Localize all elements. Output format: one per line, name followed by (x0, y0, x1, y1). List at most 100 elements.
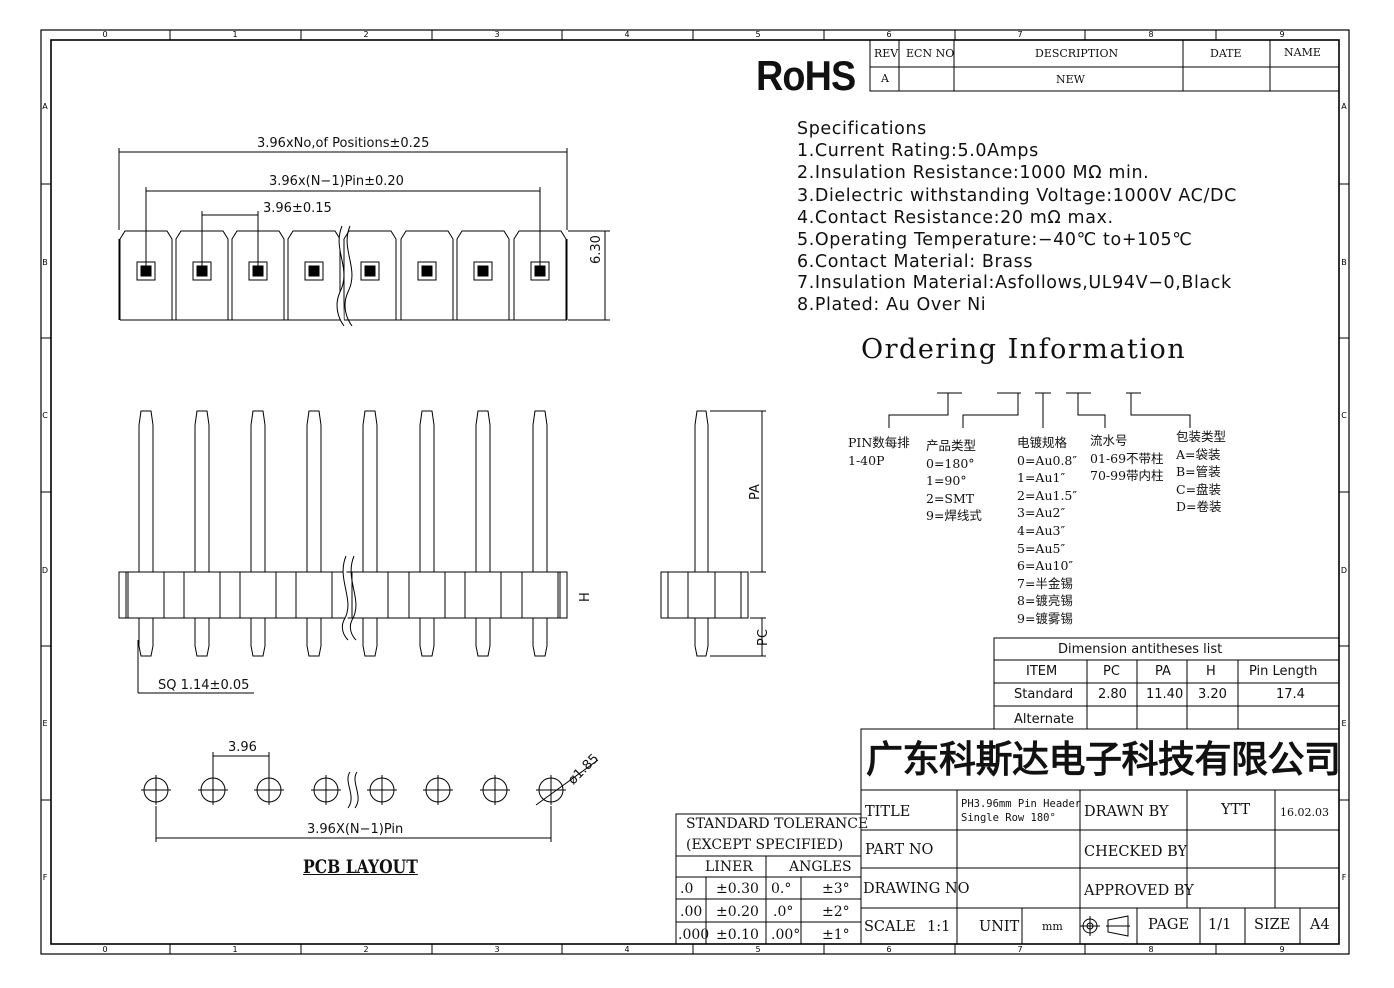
ordering-item: 1-40P (848, 452, 885, 468)
ordering-heading: 电镀规格 (1017, 435, 1068, 450)
dim-header-pa: PA (1155, 664, 1171, 679)
ordering-item: 7=半金锡 (1017, 575, 1073, 591)
break-line (344, 225, 353, 327)
pcb-layout-title: PCB LAYOUT (303, 856, 418, 878)
housing-cavity (343, 230, 397, 320)
pin-upper (532, 410, 548, 572)
zone-row-label: F (1342, 873, 1347, 882)
pin-lower (138, 618, 154, 657)
pin-lower (532, 618, 548, 657)
spec-line: 7.Insulation Material:Asfollows,UL94V−0,… (797, 273, 1232, 293)
description-header: DESCRIPTION (1035, 47, 1119, 60)
top-view-dimensions (118, 148, 610, 694)
pcb-span-dim: 3.96X(N−1)Pin (307, 822, 404, 837)
size-label: SIZE (1254, 917, 1291, 933)
ordering-heading: PIN数每排 (848, 435, 910, 450)
tol-cell: ±2° (822, 904, 850, 920)
drawn-by-label: DRAWN BY (1084, 804, 1169, 820)
pin-square-outer (417, 261, 437, 281)
rev-value: A (881, 72, 889, 85)
square-pin-dim: SQ 1.14±0.05 (158, 678, 250, 693)
zone-column-label: 8 (1148, 30, 1153, 39)
front-view (118, 410, 568, 657)
break-line (336, 225, 345, 327)
dim-standard-h: 3.20 (1198, 687, 1227, 702)
tolerance-title: STANDARD TOLERANCE (686, 816, 869, 832)
zone-column-label: 9 (1279, 30, 1284, 39)
checked-by-label: CHECKED BY (1084, 844, 1188, 860)
dim-header-h: H (1206, 664, 1216, 679)
third-angle-projection-icon (1080, 915, 1130, 937)
company-name: 广东科斯达电子科技有限公司 (866, 738, 1341, 781)
pin-square-outer (360, 261, 380, 281)
zone-column-label: 3 (494, 30, 499, 39)
break-line (349, 555, 357, 641)
zone-column-label: 7 (1017, 30, 1022, 39)
pin-lower (362, 618, 378, 657)
ordering-item: 5=Au5″ (1017, 540, 1066, 556)
zone-column-label: 0 (102, 30, 107, 39)
ordering-code-lines (888, 392, 1191, 428)
pin-square-inner (477, 265, 489, 277)
pin-span-dim: 3.96x(N−1)Pin±0.20 (269, 174, 404, 189)
zone-column-label: 4 (624, 945, 629, 954)
zone-column-label: 1 (232, 945, 237, 954)
top-view (118, 225, 568, 327)
tol-cell: ±0.20 (716, 904, 759, 920)
zone-row-label: A (1341, 102, 1347, 111)
dim-header-pc: PC (1103, 664, 1120, 679)
rev-header: REV (874, 47, 899, 60)
zone-row-label: A (42, 102, 48, 111)
spec-line: 1.Current Rating:5.0Amps (797, 141, 1039, 161)
ordering-item: 3=Au2″ (1017, 505, 1066, 521)
ordering-group-type: 产品类型 0=180° 1=90° 2=SMT 9=焊线式 (926, 437, 982, 525)
dim-row-alternate: Alternate (1014, 712, 1075, 727)
zone-ticks (41, 30, 1349, 954)
dim-header-pin-length: Pin Length (1249, 664, 1318, 679)
pin-upper (250, 410, 266, 572)
side-view (660, 410, 766, 657)
zone-column-label: 1 (232, 30, 237, 39)
pin-upper (475, 410, 491, 572)
tol-cell: ±1° (822, 927, 850, 943)
dim-row-standard: Standard (1014, 687, 1074, 702)
drawn-by-value: YTT (1221, 802, 1251, 818)
liner-label: LINER (705, 859, 753, 875)
spec-line: 8.Plated: Au Over Ni (797, 295, 987, 315)
name-header: NAME (1284, 46, 1321, 59)
dim-standard-pa: 11.40 (1146, 687, 1184, 702)
pa-dim: PA (748, 484, 763, 500)
h-dim: H (578, 592, 593, 602)
title-value-line1: PH3.96mm Pin Header (961, 798, 1082, 810)
drawn-date: 16.02.03 (1280, 806, 1329, 819)
zone-column-label: 4 (624, 30, 629, 39)
pitch-dim: 3.96±0.15 (263, 201, 332, 216)
ordering-item: 1=Au1″ (1017, 470, 1066, 486)
approved-by-label: APPROVED BY (1084, 883, 1194, 899)
pin-upper (362, 410, 378, 572)
pin-upper (419, 410, 435, 572)
tol-cell: .0 (680, 881, 694, 897)
tol-cell: ±0.10 (716, 927, 759, 943)
zone-column-label: 2 (363, 30, 368, 39)
zone-column-label: 9 (1279, 945, 1284, 954)
tol-cell: .00 (680, 904, 703, 920)
page-label: PAGE (1148, 917, 1190, 933)
housing-cavity (400, 230, 454, 320)
housing-body (118, 571, 568, 619)
scale-label: SCALE (864, 919, 916, 935)
pin-lower (306, 618, 322, 657)
ordering-title: Ordering Information (861, 334, 1187, 365)
scale-value: 1:1 (927, 919, 951, 935)
tolerance-table-grid (675, 813, 862, 945)
break-line (347, 771, 352, 809)
ordering-heading: 产品类型 (926, 438, 977, 453)
revision-table-grid (869, 39, 1340, 92)
pin-upper (306, 410, 322, 572)
tol-cell: 0.° (771, 881, 792, 897)
break-line (354, 771, 359, 809)
zone-row-label: D (42, 566, 48, 575)
pin-lower (419, 618, 435, 657)
height-dim: 6.30 (589, 235, 604, 264)
